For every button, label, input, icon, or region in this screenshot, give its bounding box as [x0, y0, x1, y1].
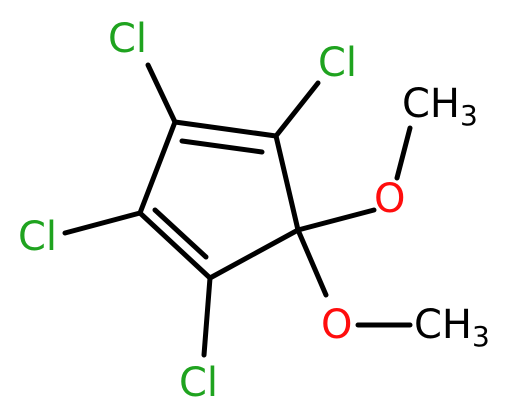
- chlorine-label-top-right: Cl: [318, 40, 357, 86]
- methyl-label-upper: CH3: [402, 81, 478, 132]
- methyl-subscript-upper: 3: [460, 99, 478, 132]
- bond-c2-c3: [273, 133, 301, 233]
- methyl-subscript-lower: 3: [472, 320, 490, 353]
- chlorine-label-bottom: Cl: [179, 360, 218, 406]
- bond-c1-c2: [172, 119, 279, 139]
- methyl-ch-upper: CH: [402, 81, 460, 127]
- bond-c1-c2-double: [179, 138, 265, 155]
- bond-o-ch3-upper: [394, 125, 413, 181]
- bond-c5-c1: [137, 119, 178, 216]
- oxygen-label-lower: O: [321, 302, 352, 348]
- bond-c4-c5-double: [152, 207, 209, 260]
- chlorine-label-left: Cl: [18, 214, 57, 260]
- bond-c4-cl: [201, 275, 213, 358]
- methyl-label-lower: CH3: [414, 302, 490, 353]
- bond-c3-c4: [207, 227, 301, 281]
- chlorine-label-top-left: Cl: [108, 16, 147, 62]
- bond-c3-o-upper: [295, 207, 377, 233]
- bond-c5-cl: [62, 210, 143, 236]
- methyl-ch-lower: CH: [414, 302, 472, 348]
- bond-c2-cl: [273, 80, 321, 139]
- bond-c3-o-lower: [295, 227, 329, 298]
- bond-c4-c5: [137, 210, 213, 281]
- bond-c1-cl: [145, 62, 178, 125]
- oxygen-label-upper: O: [374, 176, 405, 222]
